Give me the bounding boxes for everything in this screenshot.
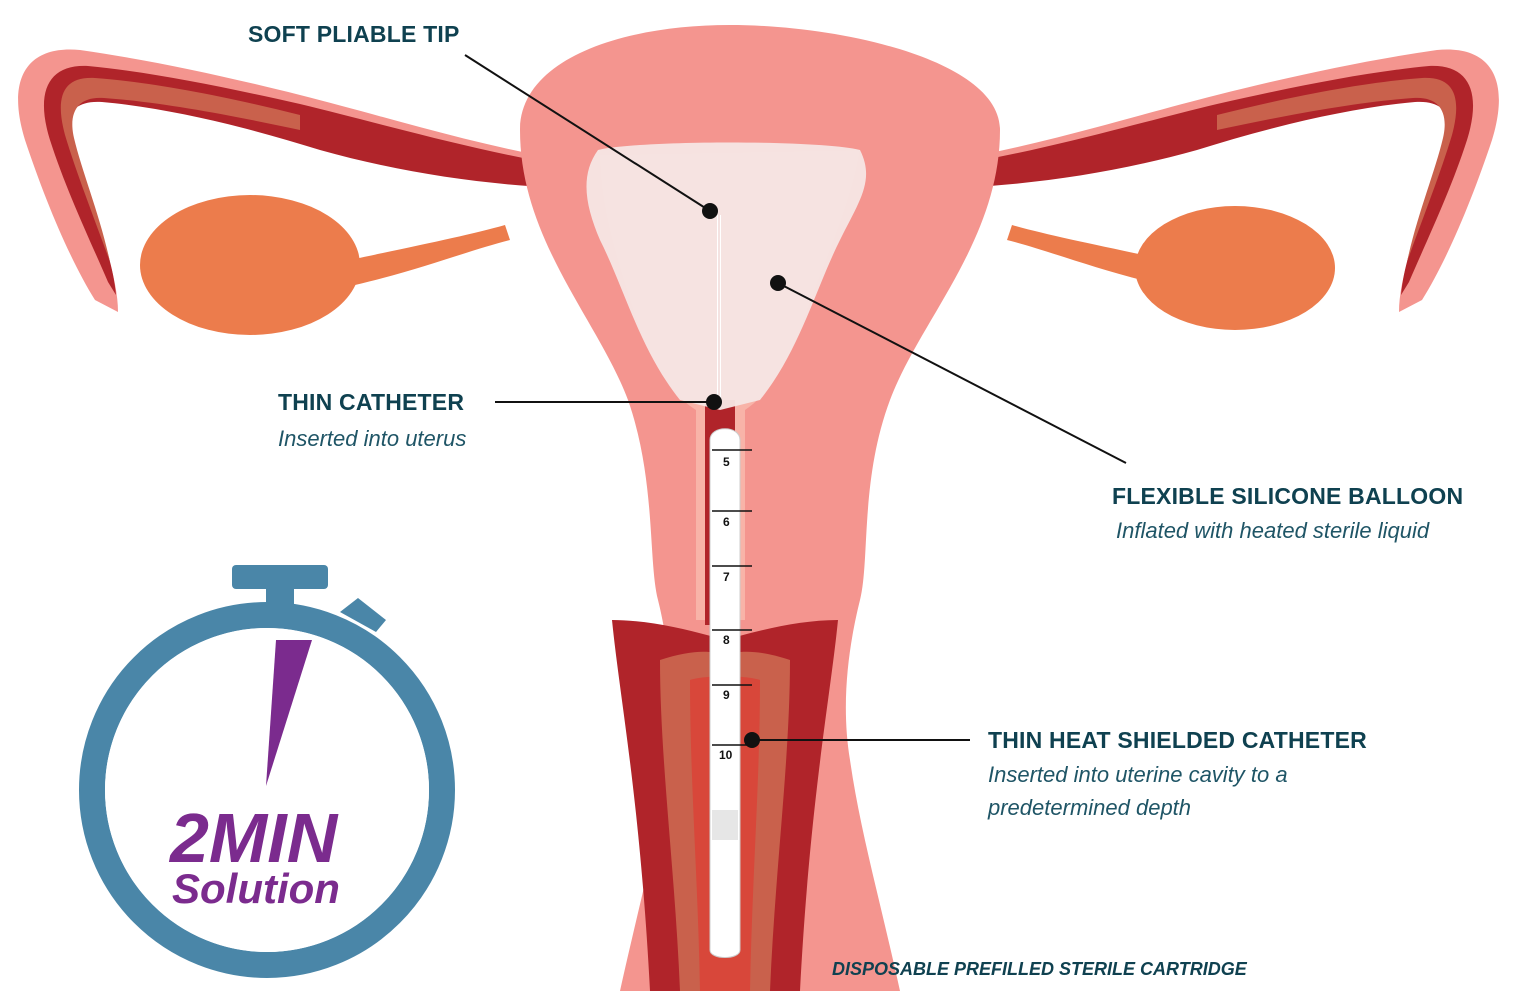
label-thin-catheter: THIN CATHETER (278, 389, 464, 415)
right-ovary (1007, 206, 1335, 330)
label-shielded-catheter-sub-2: predetermined depth (987, 795, 1191, 820)
timer-caption: Solution (172, 865, 340, 912)
scale-label-10: 10 (719, 748, 733, 762)
label-soft-tip: SOFT PLIABLE TIP (248, 21, 459, 47)
label-shielded-catheter-sub-1: Inserted into uterine cavity to a (988, 762, 1288, 787)
label-shielded-catheter: THIN HEAT SHIELDED CATHETER (988, 727, 1367, 753)
left-ovary (140, 195, 510, 335)
scale-label-5: 5 (723, 455, 730, 469)
label-balloon: FLEXIBLE SILICONE BALLOON (1112, 483, 1463, 509)
label-balloon-sub: Inflated with heated sterile liquid (1116, 518, 1430, 543)
dot-shielded-catheter (744, 732, 760, 748)
scale-label-6: 6 (723, 515, 730, 529)
label-cartridge: DISPOSABLE PREFILLED STERILE CARTRIDGE (832, 959, 1248, 979)
scale-label-9: 9 (723, 688, 730, 702)
stopwatch-icon: 2MIN Solution (92, 565, 442, 965)
dot-balloon (770, 275, 786, 291)
dot-thin-catheter (706, 394, 722, 410)
label-thin-catheter-sub: Inserted into uterus (278, 426, 466, 451)
scale-label-8: 8 (723, 633, 730, 647)
scale-label-7: 7 (723, 570, 730, 584)
dot-soft-tip (702, 203, 718, 219)
